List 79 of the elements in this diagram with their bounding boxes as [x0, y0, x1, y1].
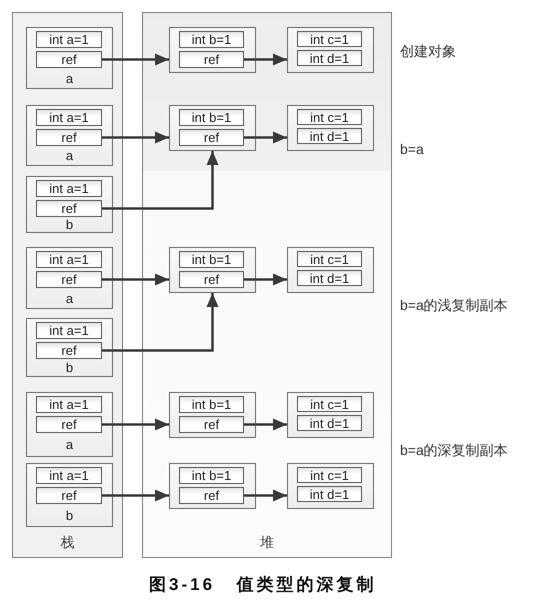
- object-box: [287, 392, 374, 438]
- field-box: int b=1: [179, 467, 244, 484]
- field-box: ref: [179, 487, 244, 504]
- field-box: int d=1: [297, 486, 362, 502]
- variable-box: [26, 176, 113, 233]
- field-box: ref: [36, 271, 102, 288]
- object-box: [287, 247, 374, 293]
- field-box: ref: [36, 416, 102, 433]
- variable-box: [26, 392, 113, 457]
- field-box: int a=1: [36, 251, 102, 268]
- field-box: ref: [179, 129, 244, 146]
- field-box: int d=1: [297, 128, 362, 144]
- variable-box: [26, 318, 113, 377]
- step-label: 创建对象: [400, 42, 456, 60]
- field-box: int a=1: [36, 396, 102, 413]
- arrow: [244, 490, 287, 502]
- object-box: [169, 247, 256, 293]
- step-label: b=a: [400, 140, 424, 158]
- variable-name: a: [66, 437, 74, 452]
- arrow: [102, 293, 218, 352]
- field-box: ref: [179, 51, 244, 68]
- arrow: [102, 490, 169, 502]
- field-box: int c=1: [297, 251, 362, 267]
- field-box: ref: [36, 200, 102, 217]
- arrow: [244, 274, 287, 286]
- field-box: int b=1: [179, 251, 244, 268]
- object-box: [287, 463, 374, 509]
- field-box: int c=1: [297, 109, 362, 125]
- field-box: ref: [36, 51, 102, 68]
- arrow: [102, 151, 218, 210]
- variable-name: b: [66, 217, 74, 232]
- variable-box: [26, 247, 113, 309]
- arrow: [244, 132, 287, 144]
- field-box: int a=1: [36, 180, 102, 197]
- variable-name: b: [66, 360, 74, 375]
- arrow: [244, 418, 287, 430]
- heap-panel: [142, 12, 392, 558]
- field-box: ref: [36, 487, 102, 504]
- field-box: int d=1: [297, 50, 362, 66]
- field-box: ref: [36, 129, 102, 146]
- arrow: [102, 274, 169, 286]
- stack-panel: [12, 12, 123, 558]
- field-box: ref: [179, 271, 244, 288]
- field-box: int a=1: [36, 322, 102, 339]
- object-box: [287, 27, 374, 73]
- field-box: int a=1: [36, 109, 102, 126]
- object-box: [169, 392, 256, 438]
- field-box: int d=1: [297, 270, 362, 286]
- arrow: [102, 132, 169, 144]
- variable-box: [26, 105, 113, 166]
- field-box: int b=1: [179, 396, 244, 413]
- variable-box: [26, 463, 113, 527]
- object-box: [169, 105, 256, 151]
- variable-name: a: [66, 148, 74, 163]
- object-box: [169, 463, 256, 509]
- object-box: [169, 27, 256, 73]
- variable-name: b: [66, 508, 74, 523]
- field-box: int d=1: [297, 415, 362, 431]
- variable-name: a: [66, 71, 74, 86]
- panel-label: 栈: [60, 533, 74, 551]
- arrow: [102, 418, 169, 430]
- step-label: b=a的浅复制副本: [400, 296, 508, 314]
- panel-label: 堆: [260, 533, 274, 551]
- arrow: [102, 54, 169, 66]
- field-box: int c=1: [297, 31, 362, 47]
- field-box: int b=1: [179, 31, 244, 48]
- object-box: [287, 105, 374, 151]
- field-box: int a=1: [36, 467, 102, 484]
- field-box: ref: [36, 342, 102, 359]
- variable-name: a: [66, 291, 74, 306]
- field-box: int c=1: [297, 467, 362, 483]
- field-box: ref: [179, 416, 244, 433]
- step-label: b=a的深复制副本: [400, 441, 508, 459]
- field-box: int a=1: [36, 31, 102, 48]
- figure-caption: 图3-16 值类型的深复制: [149, 574, 377, 596]
- field-box: int b=1: [179, 109, 244, 126]
- variable-box: [26, 27, 113, 89]
- field-box: int c=1: [297, 396, 362, 412]
- arrow: [244, 54, 287, 66]
